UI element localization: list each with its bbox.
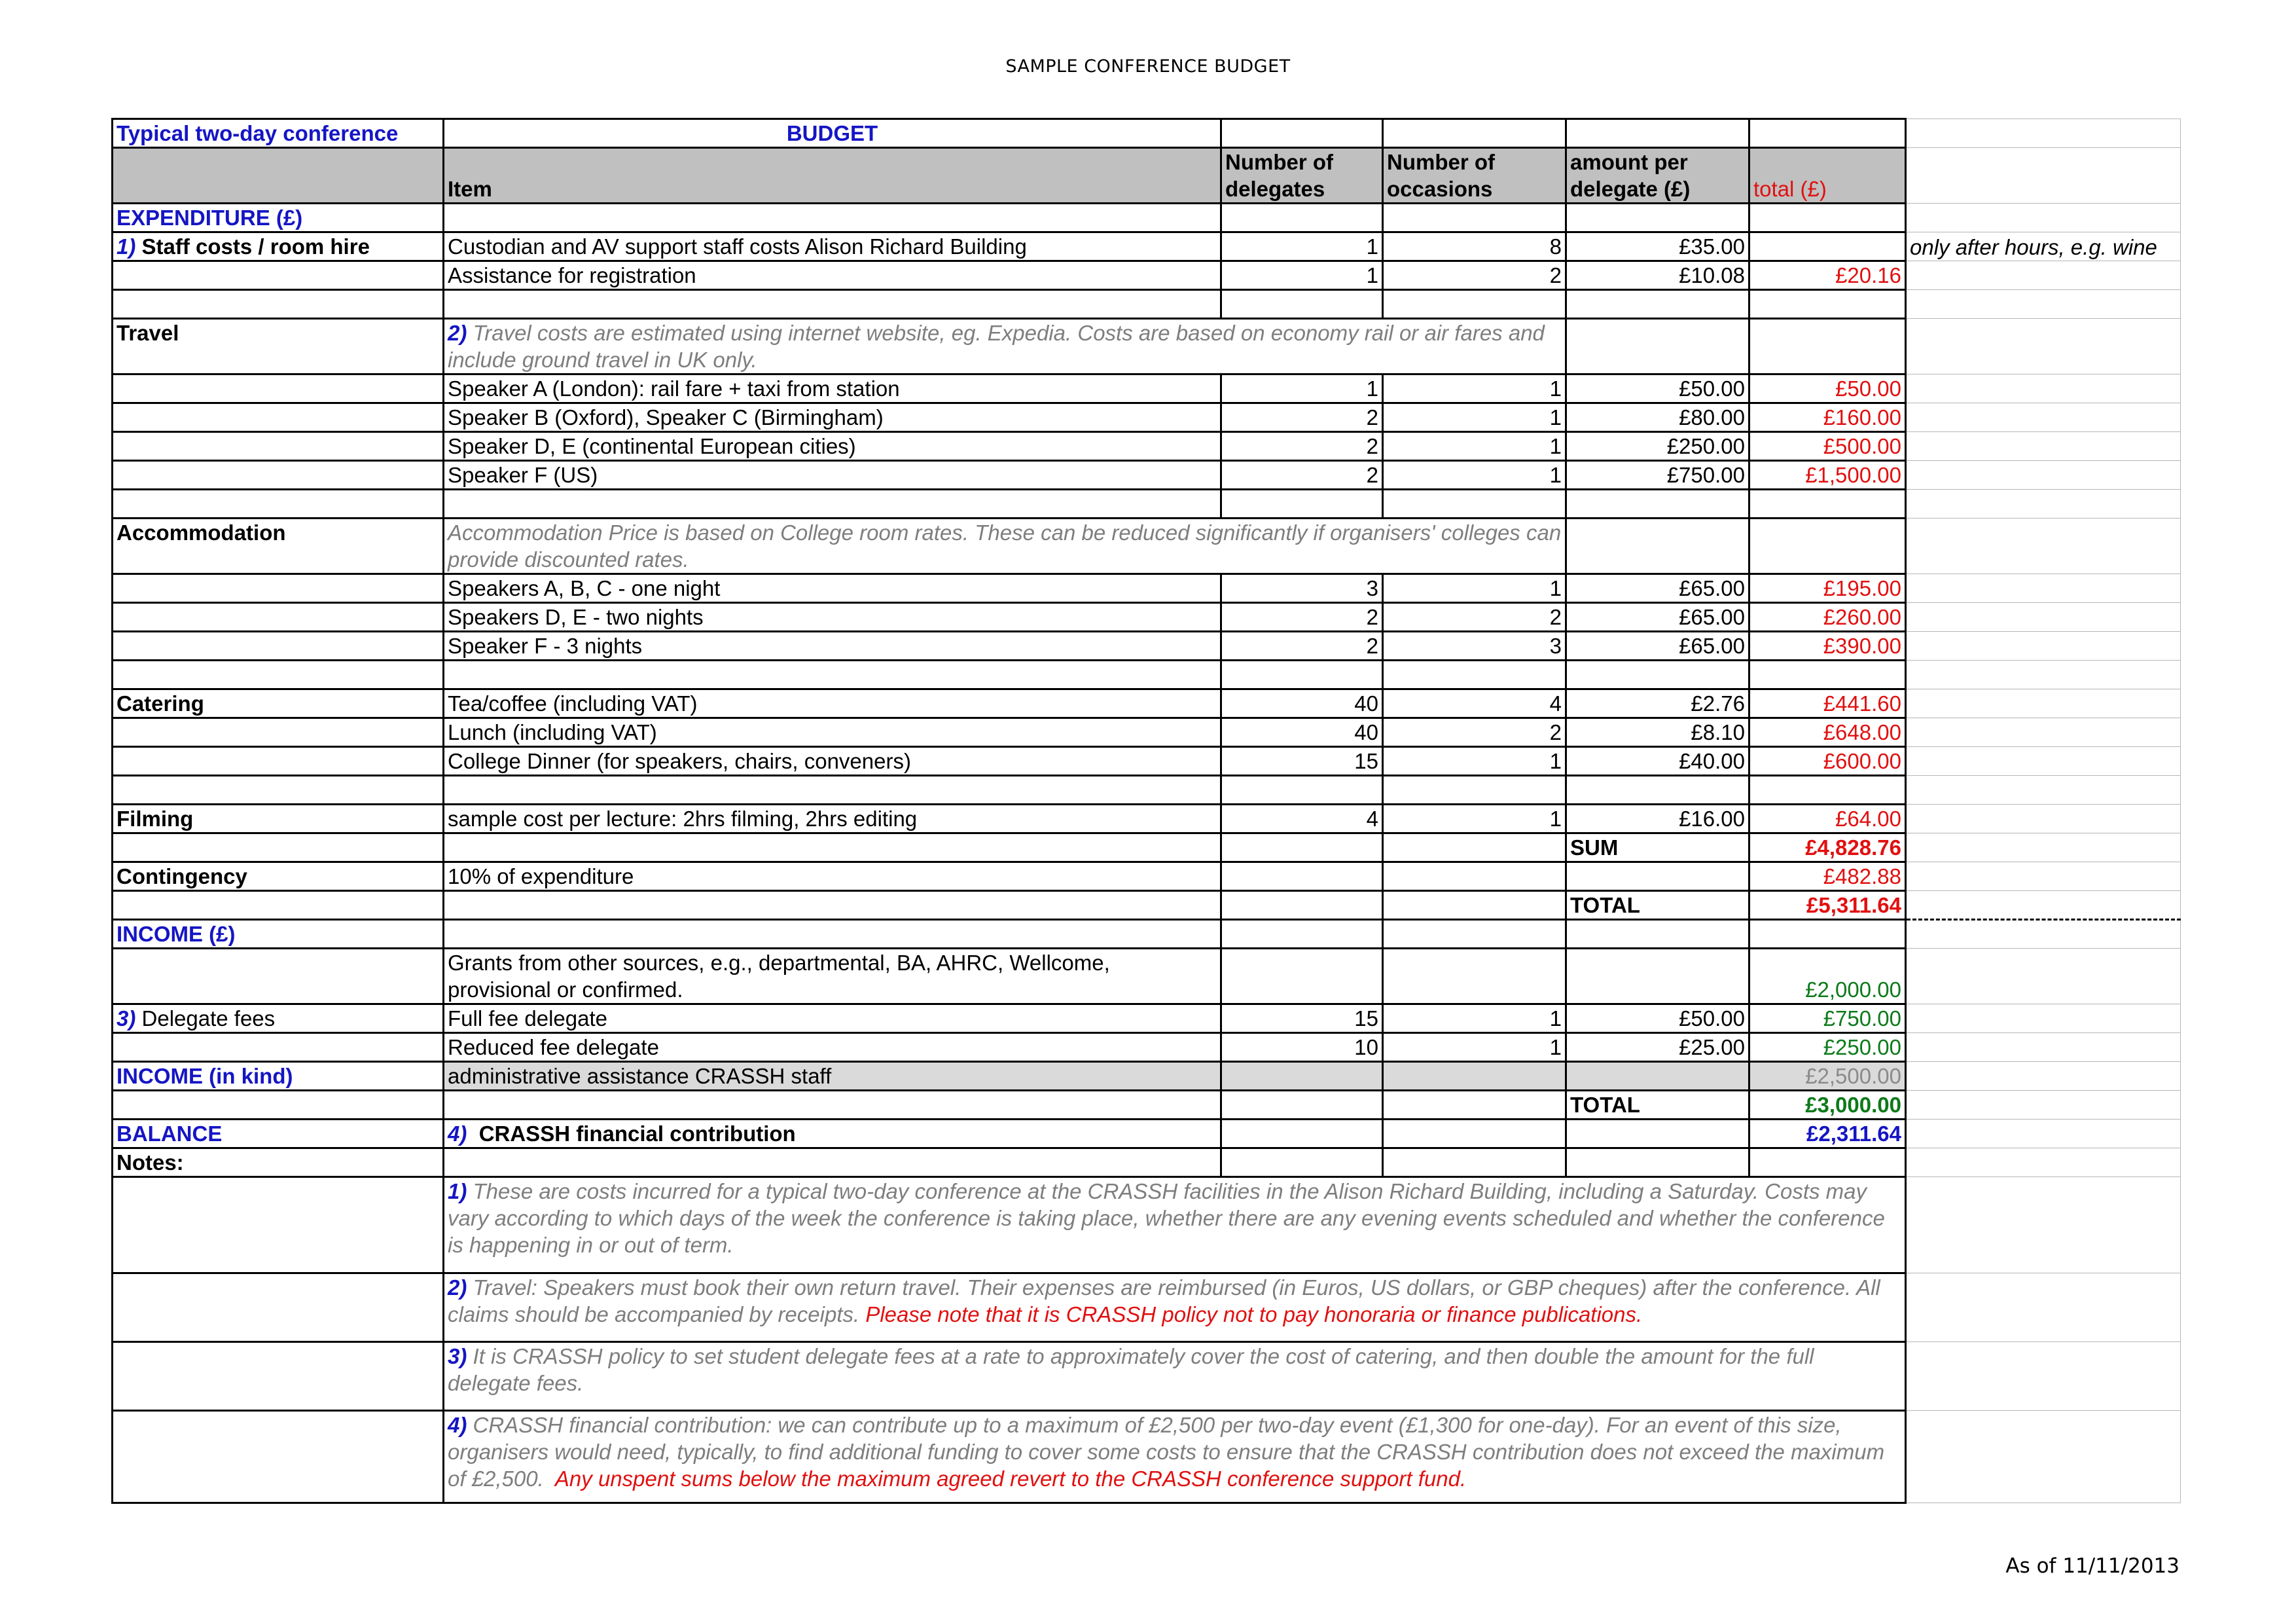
note-row: 1) These are costs incurred for a typica… bbox=[111, 1176, 2181, 1274]
staff-num: 1) bbox=[117, 234, 136, 259]
cell-item: 10% of expenditure bbox=[442, 861, 1222, 892]
cell-total bbox=[1748, 231, 1907, 262]
note-1: 1) These are costs incurred for a typica… bbox=[442, 1176, 1907, 1274]
cell-item: Assistance for registration bbox=[442, 260, 1222, 291]
total-header: total (£) bbox=[1748, 147, 1907, 204]
inkind-label: INCOME (in kind) bbox=[111, 1061, 444, 1091]
table-row: Speaker D, E (continental European citie… bbox=[111, 431, 2181, 462]
column-header-row: Item Number of delegates Number of occas… bbox=[111, 147, 2181, 204]
sum-row: SUM £4,828.76 bbox=[111, 832, 2181, 863]
income-total-label: TOTAL bbox=[1565, 1089, 1750, 1120]
expenditure-total-row: TOTAL £5,311.64 bbox=[111, 890, 2181, 921]
sum-label: SUM bbox=[1565, 832, 1750, 863]
cell-delegates: 1 bbox=[1220, 260, 1384, 291]
travel-note: 2) Travel costs are estimated using inte… bbox=[442, 318, 1567, 375]
cell-item: Custodian and AV support staff costs Ali… bbox=[442, 231, 1222, 262]
notes-label: Notes: bbox=[111, 1147, 444, 1178]
income-total-value: £3,000.00 bbox=[1748, 1089, 1907, 1120]
cell-amount: £35.00 bbox=[1565, 231, 1750, 262]
note-row: 4) CRASSH financial contribution: we can… bbox=[111, 1410, 2181, 1504]
item-header: Item bbox=[442, 147, 1222, 204]
grants-total: £2,000.00 bbox=[1748, 947, 1907, 1005]
budget-sheet: Typical two-day conference BUDGET Item N… bbox=[111, 118, 2181, 1504]
cell-item: Full fee delegate bbox=[442, 1003, 1222, 1034]
fees-label: Delegate fees bbox=[141, 1006, 276, 1030]
expenditure-total-label: TOTAL bbox=[1565, 890, 1750, 921]
expenditure-total-value: £5,311.64 bbox=[1748, 890, 1907, 921]
note-2: 2) Travel: Speakers must book their own … bbox=[442, 1272, 1907, 1343]
cell-item: Speaker A (London): rail fare + taxi fro… bbox=[442, 373, 1222, 404]
table-row: Speaker A (London): rail fare + taxi fro… bbox=[111, 373, 2181, 404]
filming-label: Filming bbox=[111, 803, 444, 834]
cell-item: sample cost per lecture: 2hrs filming, 2… bbox=[442, 803, 1222, 834]
table-row: Speakers A, B, C - one night 3 1 £65.00 … bbox=[111, 573, 2181, 604]
table-row: Assistance for registration 1 2 £10.08 £… bbox=[111, 260, 2181, 291]
inkind-total: £2,500.00 bbox=[1748, 1061, 1907, 1091]
cell-amount: £10.08 bbox=[1565, 260, 1750, 291]
cell-item: Speaker F (US) bbox=[442, 460, 1222, 490]
amount-header: amount per delegate (£) bbox=[1565, 147, 1750, 204]
cell-delegates: 1 bbox=[1220, 231, 1384, 262]
income-label: INCOME (£) bbox=[111, 919, 444, 949]
table-row: Speaker F - 3 nights 2 3 £65.00 £390.00 bbox=[111, 630, 2181, 661]
note-3: 3) It is CRASSH policy to set student de… bbox=[442, 1341, 1907, 1412]
income-total-row: TOTAL £3,000.00 bbox=[111, 1089, 2181, 1120]
accommodation-note: Accommodation Price is based on College … bbox=[442, 517, 1567, 575]
balance-value: £2,311.64 bbox=[1748, 1118, 1907, 1149]
grants-item: Grants from other sources, e.g., departm… bbox=[442, 947, 1222, 1005]
note-row: 2) Travel: Speakers must book their own … bbox=[111, 1272, 2181, 1343]
footer-date: As of 11/11/2013 bbox=[2005, 1554, 2179, 1578]
sum-value: £4,828.76 bbox=[1748, 832, 1907, 863]
cell-occasions: 8 bbox=[1382, 231, 1567, 262]
table-row: Catering Tea/coffee (including VAT) 40 4… bbox=[111, 688, 2181, 719]
table-row: College Dinner (for speakers, chairs, co… bbox=[111, 746, 2181, 776]
cell-total: £20.16 bbox=[1748, 260, 1907, 291]
balance-label: BALANCE bbox=[111, 1118, 444, 1149]
contingency-label: Contingency bbox=[111, 861, 444, 892]
table-row: 3) Delegate fees Full fee delegate 15 1 … bbox=[111, 1003, 2181, 1034]
title-row: Typical two-day conference BUDGET bbox=[111, 118, 2181, 149]
cell-item: Speaker F - 3 nights bbox=[442, 630, 1222, 661]
cell-item: Speakers A, B, C - one night bbox=[442, 573, 1222, 604]
travel-label: Travel bbox=[111, 318, 444, 375]
inkind-item: administrative assistance CRASSH staff bbox=[442, 1061, 1222, 1091]
cell-item: Lunch (including VAT) bbox=[442, 717, 1222, 748]
balance-row: BALANCE 4) CRASSH financial contribution… bbox=[111, 1118, 2181, 1149]
cell-side-note: only after hours, e.g. wine bbox=[1905, 232, 2181, 261]
page-title: SAMPLE CONFERENCE BUDGET bbox=[1005, 56, 1291, 77]
balance-item: CRASSH financial contribution bbox=[478, 1122, 796, 1146]
cell-item: Tea/coffee (including VAT) bbox=[442, 688, 1222, 719]
table-row: Speakers D, E - two nights 2 2 £65.00 £2… bbox=[111, 602, 2181, 632]
note-4: 4) CRASSH financial contribution: we can… bbox=[442, 1410, 1907, 1504]
cell-occasions: 2 bbox=[1382, 260, 1567, 291]
table-row: Contingency 10% of expenditure £482.88 bbox=[111, 861, 2181, 892]
cell-item: Speaker B (Oxford), Speaker C (Birmingha… bbox=[442, 402, 1222, 433]
occasions-header: Number of occasions bbox=[1382, 147, 1567, 204]
typical-label: Typical two-day conference bbox=[111, 118, 444, 149]
cell-item: Speaker D, E (continental European citie… bbox=[442, 431, 1222, 462]
budget-label: BUDGET bbox=[442, 118, 1222, 149]
table-row: Lunch (including VAT) 40 2 £8.10 £648.00 bbox=[111, 717, 2181, 748]
accommodation-label: Accommodation bbox=[111, 517, 444, 575]
note-row: 3) It is CRASSH policy to set student de… bbox=[111, 1341, 2181, 1412]
table-row: Grants from other sources, e.g., departm… bbox=[111, 947, 2181, 1005]
cell-item: College Dinner (for speakers, chairs, co… bbox=[442, 746, 1222, 776]
table-row: Accommodation Accommodation Price is bas… bbox=[111, 517, 2181, 575]
table-row: Speaker B (Oxford), Speaker C (Birmingha… bbox=[111, 402, 2181, 433]
table-row: 1) Staff costs / room hire Custodian and… bbox=[111, 231, 2181, 262]
inkind-row: INCOME (in kind) administrative assistan… bbox=[111, 1061, 2181, 1091]
table-row: Speaker F (US) 2 1 £750.00 £1,500.00 bbox=[111, 460, 2181, 490]
table-row: Reduced fee delegate 10 1 £25.00 £250.00 bbox=[111, 1032, 2181, 1063]
staff-label: Staff costs / room hire bbox=[141, 234, 370, 259]
catering-label: Catering bbox=[111, 688, 444, 719]
table-row: Travel 2) Travel costs are estimated usi… bbox=[111, 318, 2181, 375]
delegates-header: Number of delegates bbox=[1220, 147, 1384, 204]
cell-item: Reduced fee delegate bbox=[442, 1032, 1222, 1063]
expenditure-label: EXPENDITURE (£) bbox=[111, 202, 444, 233]
cell-item: Speakers D, E - two nights bbox=[442, 602, 1222, 632]
budget-table: Typical two-day conference BUDGET Item N… bbox=[111, 118, 2181, 1504]
table-row: Filming sample cost per lecture: 2hrs fi… bbox=[111, 803, 2181, 834]
